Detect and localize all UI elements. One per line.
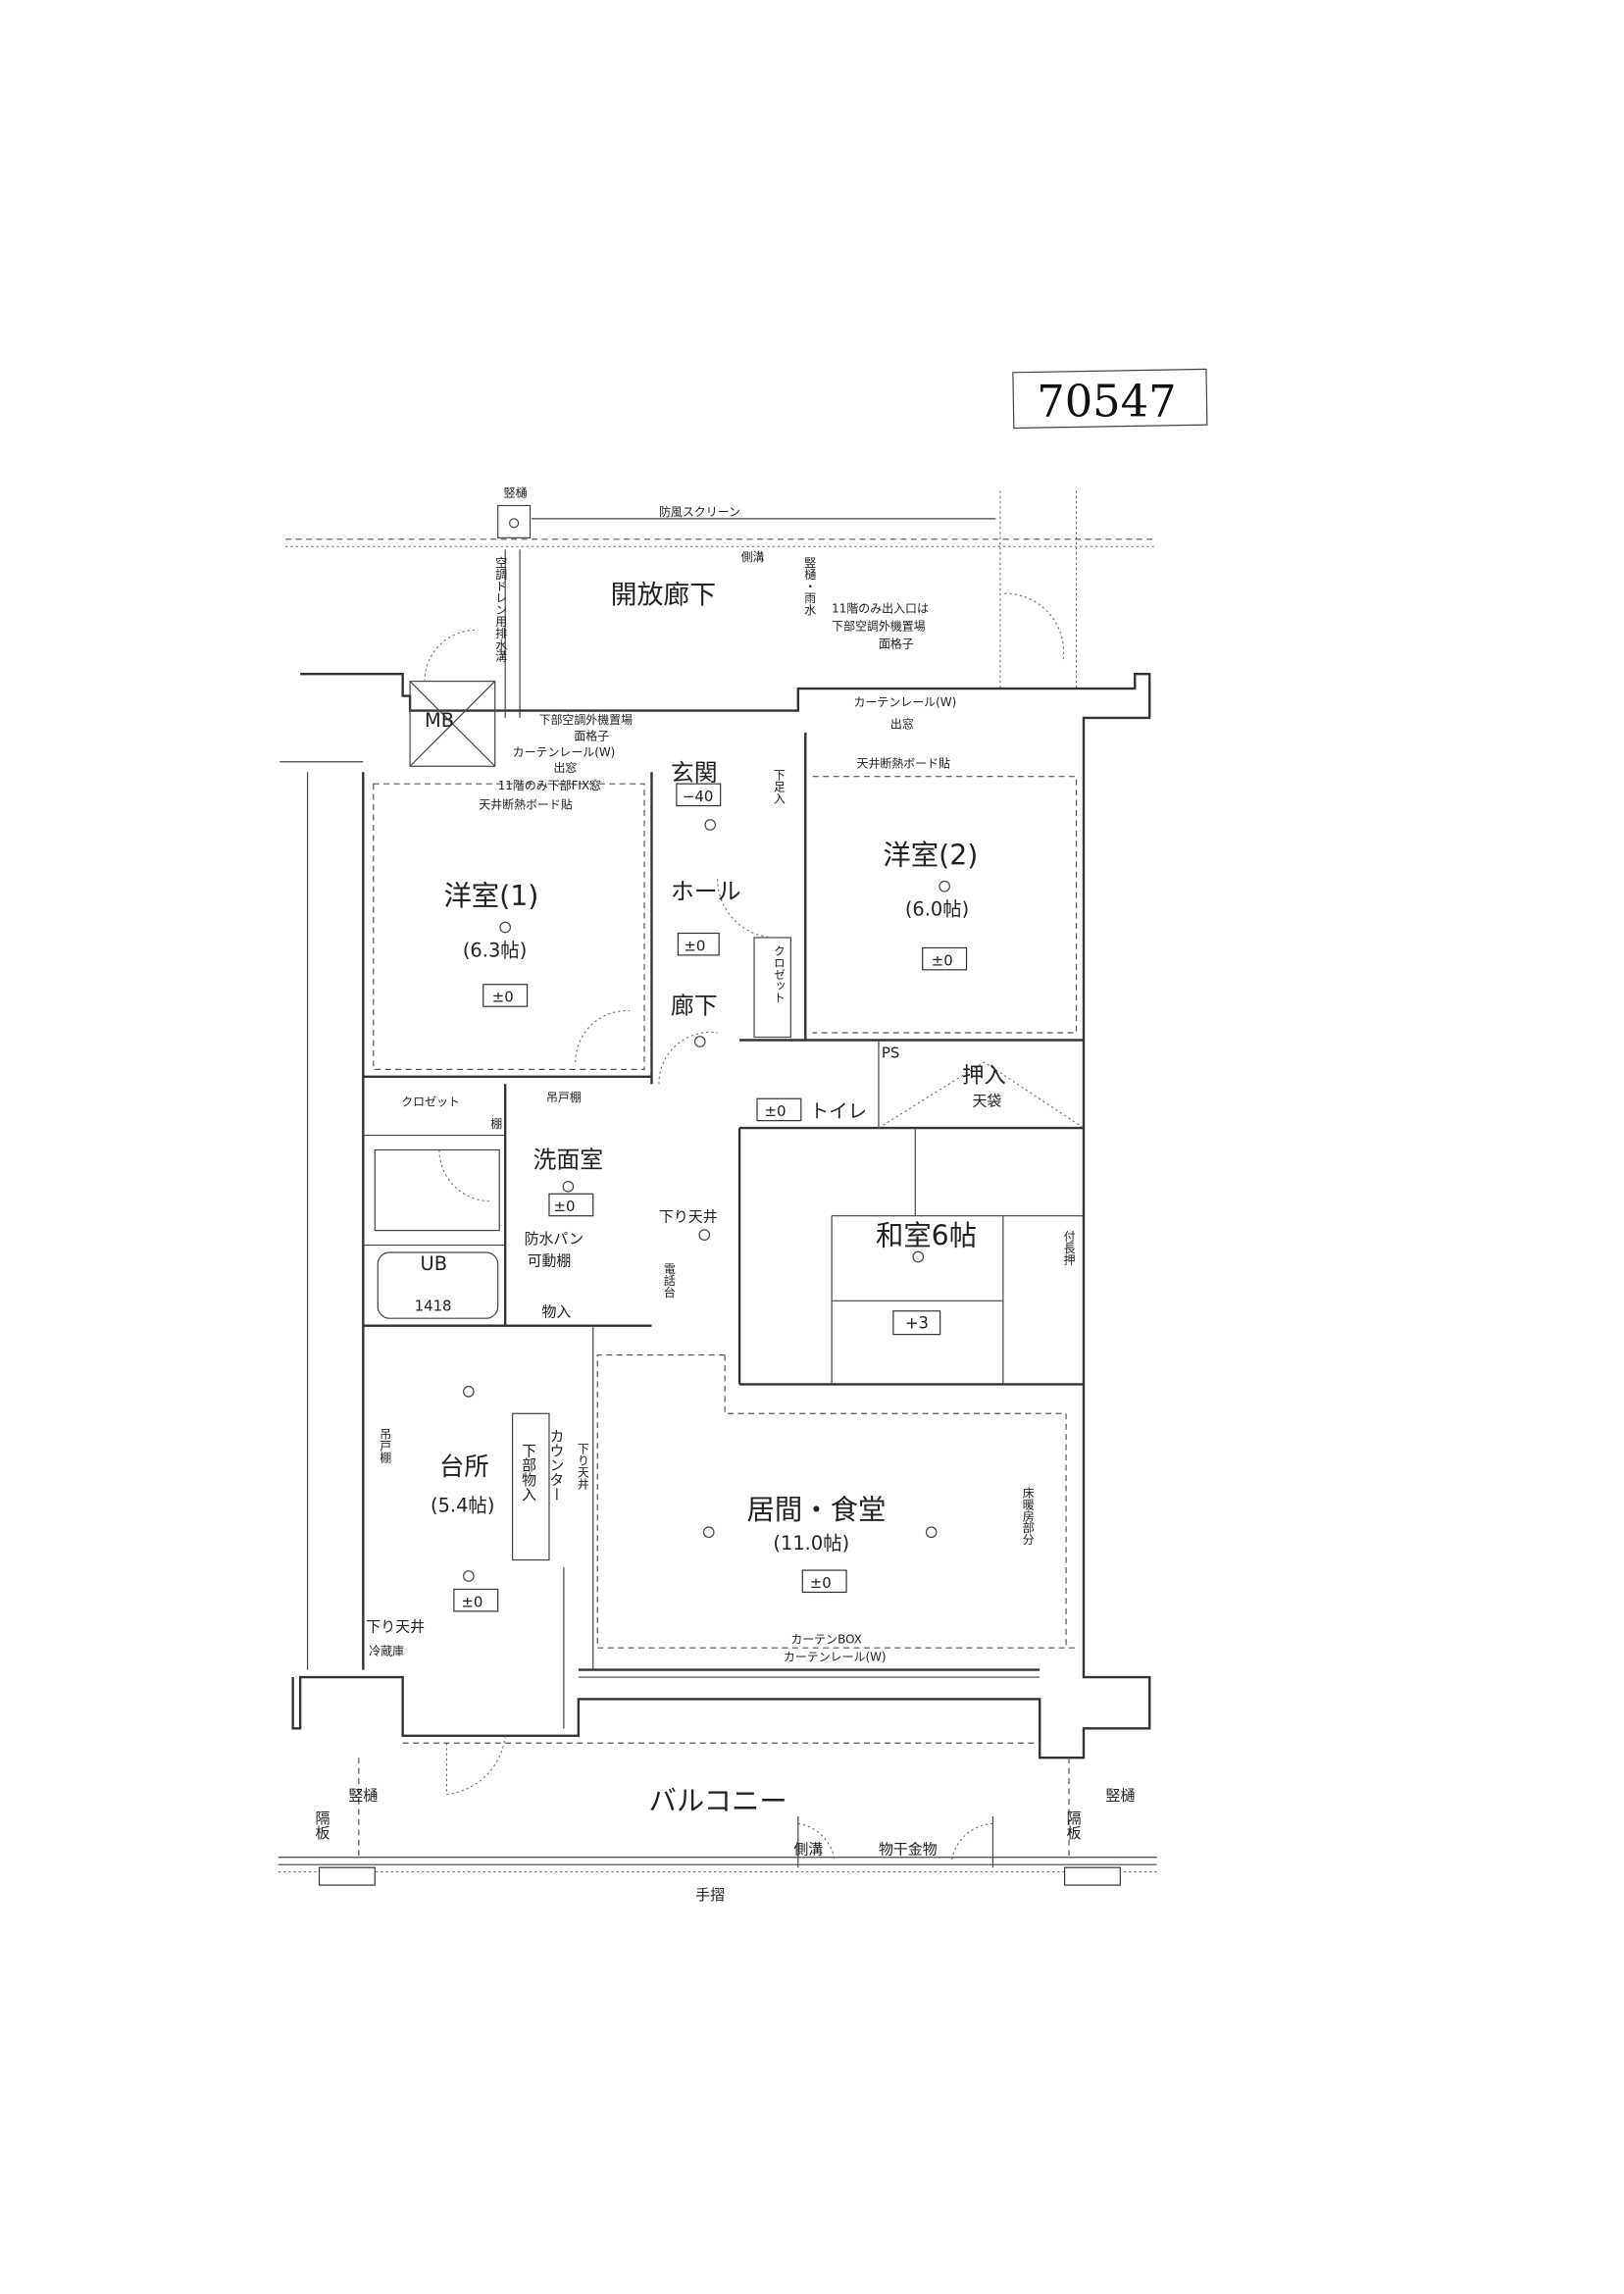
floor-heating-label: 床暖房部分 [1021, 1486, 1035, 1546]
kitchen-size: (5.4帖) [431, 1494, 494, 1516]
downpipe-left-label: 竪樋 [348, 1786, 378, 1804]
bay-window-left-label: 出窓 [553, 760, 577, 775]
western-room-2-level: ±0 [932, 951, 953, 969]
ac-note-right-2: 下部空調外機置場 [832, 618, 926, 633]
hall-level: ±0 [684, 937, 705, 954]
fix-window-note: 11階のみ下部FIX窓 [498, 778, 601, 792]
rainwater-note: 竪樋・雨水 [803, 556, 817, 615]
partition-right-label: 隔板 [1065, 1810, 1083, 1840]
oshiire-label: 押入 [962, 1063, 1006, 1089]
lowered-ceiling-2-label: 下り天井 [576, 1443, 589, 1490]
handrail-label: 手摺 [695, 1886, 725, 1904]
washroom-level: ±0 [553, 1198, 575, 1215]
western-room-2-size: (6.0帖) [905, 898, 969, 921]
entrance-level: −40 [683, 788, 714, 805]
kitchen-label: 台所 [439, 1452, 489, 1481]
storage-label: 物入 [541, 1303, 571, 1321]
western-room-2-label: 洋室(2) [883, 839, 978, 871]
nageshi-label: 付長押 [1062, 1230, 1076, 1265]
bay-window-right-label: 出窓 [890, 716, 914, 731]
ac-unit-left-label: 下部空調外機置場 [539, 712, 634, 727]
partition-left-label: 隔板 [314, 1810, 331, 1840]
curtain-box-label: カーテンBOX [790, 1633, 862, 1647]
toilet-level: ±0 [764, 1102, 786, 1120]
laundry-hardware-label: 物干金物 [879, 1841, 938, 1859]
ub-size: 1418 [415, 1298, 452, 1315]
phone-stand-label: 電話台 [662, 1262, 676, 1298]
hanging-cabinet-wash-label: 吊戸棚 [546, 1090, 582, 1104]
toilet-label: トイレ [810, 1100, 867, 1123]
level-markers [453, 783, 968, 1612]
counter-label: カウンター [547, 1428, 565, 1502]
movable-shelf-label: 可動棚 [528, 1251, 572, 1269]
document-number: 70547 [1037, 375, 1176, 427]
balcony-label: バルコニー [649, 1785, 787, 1817]
shelf-label: 棚 [490, 1116, 502, 1131]
curtain-rail-right-label: カーテンレール(W) [854, 695, 957, 709]
kitchen-level: ±0 [461, 1593, 482, 1610]
living-dining-level: ±0 [810, 1574, 832, 1592]
corridor-label: 廊下 [671, 993, 718, 1020]
labels: 開放廊下 防風スクリーン 竪樋 側溝 空調ドレン用排水溝 下部空調外機置場 面格… [314, 485, 1136, 1905]
curtain-rail-living-label: カーテンレール(W) [784, 1651, 887, 1664]
lowered-ceiling-3-label: 下り天井 [366, 1618, 425, 1636]
washroom-label: 洗面室 [533, 1146, 604, 1173]
open-corridor-label: 開放廊下 [611, 581, 716, 611]
balcony-area [278, 1758, 1157, 1886]
ps-label: PS [882, 1044, 899, 1061]
handwritten-number: 70547 [1012, 368, 1208, 430]
ceiling-board-right-label: 天井断熱ボード貼 [857, 756, 951, 771]
open-corridor-area [285, 490, 1157, 718]
downpipe-right-label: 竪樋 [1105, 1786, 1135, 1804]
hall-label: ホール [671, 878, 741, 905]
tenbukuro-label: 天袋 [973, 1093, 1002, 1110]
ub-label: UB [421, 1252, 448, 1275]
waterproof-pan-label: 防水パン [525, 1230, 584, 1248]
closet-1-label: クロゼット [401, 1096, 460, 1109]
japanese-room-label: 和室6帖 [876, 1220, 977, 1252]
western-room-1-size: (6.3帖) [463, 939, 527, 961]
living-dining-label: 居間・食堂 [747, 1494, 887, 1526]
curtain-rail-left-label: カーテンレール(W) [513, 745, 616, 759]
closet-2-label: クロゼット [772, 944, 786, 1003]
drain-channel-label: 空調ドレン用排水溝 [494, 556, 508, 663]
downpipe-top-label: 竪樋 [504, 485, 528, 500]
western-room-1-level: ±0 [492, 989, 514, 1006]
ceiling-lights [463, 819, 950, 1582]
western-room-1-label: 洋室(1) [443, 880, 538, 912]
lattice-right-label: 面格子 [879, 636, 914, 650]
gutter-balcony-label: 側溝 [793, 1841, 823, 1859]
entrance-label: 玄関 [671, 759, 718, 787]
japanese-room-level: +3 [905, 1314, 929, 1333]
hanging-cabinet-kitchen-label: 吊戸棚 [379, 1428, 392, 1463]
ac-note-right-1: 11階のみ出入口は [832, 600, 929, 615]
walls [279, 629, 1151, 1796]
mb-label: MB [425, 709, 454, 732]
fridge-label: 冷蔵庫 [369, 1645, 404, 1658]
ceiling-board-left-label: 天井断熱ボード貼 [479, 797, 573, 812]
living-dining-size: (11.0帖) [773, 1532, 849, 1555]
wind-screen-label: 防風スクリーン [659, 504, 740, 519]
shoe-box-label: 下足入 [772, 769, 786, 804]
lowered-ceiling-1-label: 下り天井 [659, 1208, 718, 1226]
gutter-top-label: 側溝 [741, 550, 765, 564]
lattice-left-label: 面格子 [574, 728, 609, 742]
under-storage-label: 下部物入 [520, 1443, 537, 1502]
